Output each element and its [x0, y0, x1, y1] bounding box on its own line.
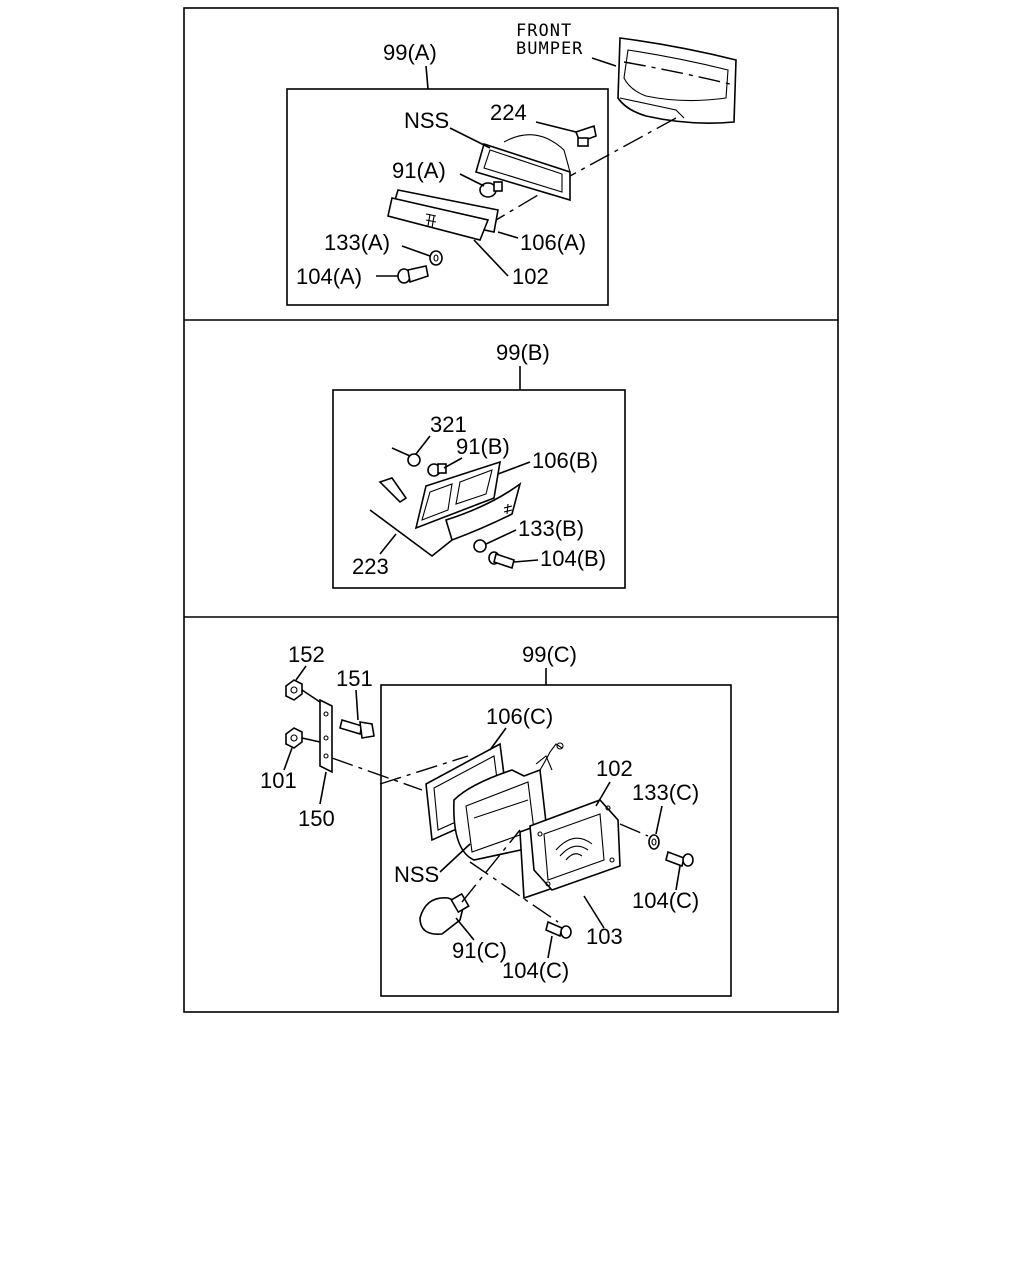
bulb-91a — [479, 181, 503, 198]
assembly-label-99c: 99(C) — [522, 642, 577, 667]
bumper-dash — [623, 61, 731, 85]
label-106b: 106(B) — [532, 448, 598, 473]
assembly-label-99a: 99(A) — [383, 40, 437, 65]
bulb-91c — [419, 892, 470, 935]
leader-99a — [425, 65, 429, 90]
washer-133a — [429, 250, 443, 266]
screw-104c-bottom — [545, 920, 572, 939]
socket-wire — [539, 742, 564, 771]
mount-line-c4 — [469, 861, 559, 923]
lens-hatch-a — [425, 213, 437, 229]
gasket-106b — [414, 460, 502, 530]
bracket-150 — [319, 698, 333, 774]
lens-b — [445, 482, 522, 542]
panel-c: 99(C) 152 151 101 15 — [260, 642, 732, 997]
label-133b: 133(B) — [518, 516, 584, 541]
panel-a: 99(A) FRONT BUMPER NSS 224 — [286, 21, 737, 306]
washer-133b — [473, 539, 487, 553]
label-106c: 106(C) — [486, 704, 553, 729]
screw-224 — [574, 124, 597, 147]
label-nss-c: NSS — [394, 862, 439, 887]
label-101: 101 — [260, 768, 297, 793]
bumper-label-front: FRONT — [516, 21, 572, 41]
label-224: 224 — [490, 100, 527, 125]
lens-102-c — [529, 799, 621, 891]
lens-102-a — [387, 197, 490, 241]
front-bumper: FRONT BUMPER — [516, 21, 737, 124]
bumper-outline — [617, 37, 737, 124]
panel-b: 99(B) 321 91(B) 106(B) — [332, 340, 626, 589]
label-133c: 133(C) — [632, 780, 699, 805]
bumper-inner — [623, 49, 729, 102]
bumper-opening — [619, 97, 685, 119]
assembly-label-99b: 99(B) — [496, 340, 550, 365]
label-102-c: 102 — [596, 756, 633, 781]
nut-101 — [285, 727, 303, 749]
mount-line-bulb — [461, 829, 521, 903]
screw-104a — [397, 265, 429, 284]
washer-133c — [648, 834, 660, 850]
mount-line-c2 — [379, 755, 469, 785]
label-152: 152 — [288, 642, 325, 667]
label-104c-bottom: 104(C) — [502, 958, 569, 983]
label-nss-a: NSS — [404, 108, 449, 133]
assembly-box-c — [380, 684, 732, 997]
label-104b: 104(B) — [540, 546, 606, 571]
mount-line-c1 — [331, 757, 423, 791]
screw-104c-right — [665, 850, 694, 868]
assembly-box-b — [332, 389, 626, 589]
mount-line-c3 — [619, 823, 649, 837]
label-91c: 91(C) — [452, 938, 507, 963]
screw-104b — [488, 551, 515, 570]
nut-152 — [285, 679, 303, 701]
assembly-box-a — [286, 88, 609, 306]
label-91b: 91(B) — [456, 434, 510, 459]
leader-front-bumper — [591, 57, 617, 67]
lamp-housing-nss — [475, 134, 571, 202]
mount-line-a — [569, 117, 677, 177]
label-223: 223 — [352, 554, 389, 579]
bolt-151 — [339, 718, 375, 739]
bracket-223 — [378, 477, 408, 504]
diagram-outer-frame — [183, 7, 839, 1013]
label-133a: 133(A) — [324, 230, 390, 255]
bumper-label-bumper: BUMPER — [516, 39, 583, 59]
label-104c-right: 104(C) — [632, 888, 699, 913]
label-150: 150 — [298, 806, 335, 831]
label-91a: 91(A) — [392, 158, 446, 183]
label-321: 321 — [430, 412, 467, 437]
bulb-91b — [427, 463, 447, 477]
label-102-a: 102 — [512, 264, 549, 289]
label-106a: 106(A) — [520, 230, 586, 255]
screw-321 — [391, 447, 421, 467]
label-103: 103 — [586, 924, 623, 949]
label-151: 151 — [336, 666, 373, 691]
label-104a: 104(A) — [296, 264, 362, 289]
lens-reflector — [555, 837, 593, 861]
